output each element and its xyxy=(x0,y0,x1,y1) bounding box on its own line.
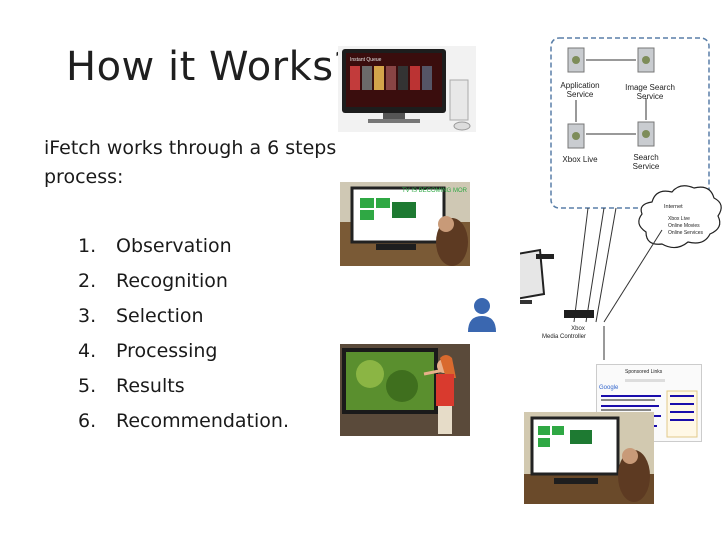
step-text: Recommendation. xyxy=(116,410,289,432)
slide-title: How it Works? xyxy=(66,44,356,90)
room-tv-illustration xyxy=(524,412,654,504)
observation-photo: TV IS BECOMING MOR xyxy=(340,182,470,266)
architecture-diagram: Application Service Image Search Service… xyxy=(520,37,722,360)
user-icon xyxy=(468,298,496,332)
tv-screen-heading: Instant Queue xyxy=(350,57,382,63)
intro-line-2: process: xyxy=(44,166,124,188)
step-number: 5. xyxy=(78,375,97,397)
step-item: 6. Recommendation. xyxy=(78,407,289,442)
connector-line xyxy=(603,229,663,323)
step-number: 6. xyxy=(78,410,97,432)
step-item: 5. Results xyxy=(78,372,289,407)
xbox-console-icon xyxy=(564,310,594,318)
steps-list: 1.Observation 2.Recognition 3.Selection … xyxy=(78,232,289,442)
step-text: Selection xyxy=(116,305,204,327)
step-number: 2. xyxy=(78,270,97,292)
step-item: 2. Recognition xyxy=(78,267,289,302)
step-item: 4. Processing xyxy=(78,337,289,372)
connector-line xyxy=(573,207,589,323)
xbox-live-label: Xbox Live xyxy=(562,155,598,164)
server-icon xyxy=(567,123,585,149)
step-item: 3. Selection xyxy=(78,302,289,337)
step-text: Observation xyxy=(116,235,232,257)
internet-title: Internet xyxy=(664,204,683,210)
search-service-label-2: Service xyxy=(633,162,660,171)
image-search-label-1: Image Search xyxy=(625,83,675,92)
server-icon xyxy=(637,47,655,73)
app-service-label-2: Service xyxy=(567,90,594,99)
step-text: Recognition xyxy=(116,270,228,292)
xbox-label-1: Xbox xyxy=(571,326,585,332)
step-number: 1. xyxy=(78,235,97,257)
server-icon xyxy=(637,121,655,147)
image-search-label-2: Service xyxy=(637,92,664,101)
cloud-dashed-border xyxy=(550,37,710,209)
step-number: 3. xyxy=(78,305,97,327)
selection-photo xyxy=(340,344,470,436)
search-service-label-1: Search xyxy=(633,153,658,162)
xbox-tv-image: Instant Queue xyxy=(338,46,476,132)
intro-line-1: iFetch works through a 6 steps xyxy=(44,137,337,159)
internet-cloud xyxy=(638,185,722,249)
recommendation-photo xyxy=(524,412,654,504)
intro-text: iFetch works through a 6 steps process: xyxy=(44,134,344,192)
tv-banner-text: TV IS BECOMING MOR xyxy=(402,188,468,194)
living-room-illustration: TV IS BECOMING MOR xyxy=(340,182,470,266)
step-number: 4. xyxy=(78,340,97,362)
connector-line xyxy=(585,207,605,323)
xbox-label-2: Media Controller xyxy=(542,334,586,340)
step-text: Processing xyxy=(116,340,218,362)
xbox-tv-illustration: Instant Queue xyxy=(338,46,476,132)
sponsored-links-label: Sponsored Links xyxy=(625,369,663,375)
internet-item-3: Online Services xyxy=(668,230,704,236)
server-icon xyxy=(567,47,585,73)
connector-line xyxy=(595,207,617,323)
woman-tv-illustration xyxy=(340,344,470,436)
internet-item-1: Xbox Live xyxy=(668,216,690,222)
kinect-sensor-icon xyxy=(536,254,554,259)
step-item: 1. Observation xyxy=(78,232,289,267)
app-service-label-1: Application xyxy=(560,81,599,90)
step-text: Results xyxy=(116,375,185,397)
monitor-icon xyxy=(520,248,546,304)
search-engine-logo: Google xyxy=(599,385,619,391)
internet-item-2: Online Movies xyxy=(668,223,700,229)
